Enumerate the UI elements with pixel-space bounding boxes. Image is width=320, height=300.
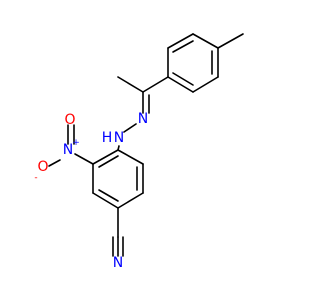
bond-ring-c-inner [172, 72, 194, 86]
atom-n-amine: N [114, 130, 124, 146]
bond-ar-3 [92, 192, 119, 209]
bond-ar-6 [117, 149, 144, 165]
bond-methyl-ring [217, 33, 244, 49]
atom-n-imine: N [138, 111, 148, 127]
bond-imine-methyl [117, 76, 144, 93]
bond-ar-nitro [74, 153, 94, 165]
bond-ar-1 [92, 149, 119, 165]
bond-ar-3-inner [98, 189, 119, 202]
bond-ar-1-inner [98, 155, 119, 168]
bond-ring-f [192, 33, 219, 49]
bond-nitro-o-single [48, 159, 61, 167]
bonds [48, 33, 244, 257]
atom-n-nitrile: N [113, 255, 123, 271]
bond-ring-imine-carbon [142, 76, 169, 93]
atom-o-nitro-double: O [64, 112, 75, 128]
atom-o-nitro-single: O [37, 159, 48, 175]
bond-ring-e [167, 33, 194, 49]
bond-ring-b [192, 76, 219, 93]
charge-n-nitro: + [72, 138, 80, 148]
bond-n-n [123, 123, 137, 133]
bond-ring-c [167, 76, 194, 93]
bond-ar-4 [117, 192, 144, 209]
charge-o-nitro: - [34, 173, 37, 183]
atom-h-amine: H [102, 130, 113, 146]
atom-labels: N N H N + O O - N [34, 111, 148, 271]
atom-n-nitro: N [63, 142, 73, 158]
bond-ring-e-inner [172, 40, 194, 53]
molecule-structure-diagram: N N H N + O O - N [34, 33, 244, 271]
